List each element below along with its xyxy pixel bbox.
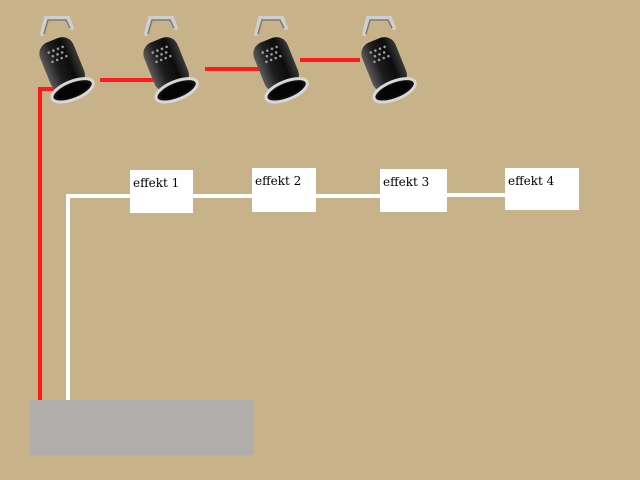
effect-box-4[interactable]: effekt 4 [505, 168, 579, 210]
white-cable-effect-1-2 [192, 194, 252, 198]
effect-label: effekt 4 [508, 174, 555, 188]
par-can-spotlight-icon[interactable] [346, 14, 432, 110]
red-cable-lamp-3-4 [300, 58, 360, 62]
lamp-2-graphic [143, 16, 199, 104]
red-cable-vertical [38, 87, 42, 400]
controller-box[interactable] [30, 400, 253, 455]
lamp-4-graphic [361, 16, 417, 104]
red-cable-to-lamp-1 [38, 87, 70, 91]
lamp-3-graphic [253, 16, 309, 104]
white-cable-vertical [66, 194, 70, 400]
effect-label: effekt 2 [255, 174, 302, 188]
par-can-spotlight-icon[interactable] [238, 14, 324, 110]
effect-label: effekt 3 [383, 175, 430, 189]
effect-box-1[interactable]: effekt 1 [130, 170, 193, 213]
par-can-spotlight-icon[interactable] [24, 14, 110, 110]
red-cable-lamp-1-2 [100, 78, 155, 82]
par-can-spotlight-icon[interactable] [128, 14, 214, 110]
effect-box-2[interactable]: effekt 2 [252, 168, 316, 212]
white-cable-effect-2-3 [315, 194, 380, 198]
effect-label: effekt 1 [133, 176, 180, 190]
white-cable-to-effect-1 [66, 194, 130, 198]
red-cable-lamp-2-3 [205, 67, 260, 71]
effect-box-3[interactable]: effekt 3 [380, 169, 447, 212]
lamp-1-graphic [39, 16, 95, 104]
white-cable-effect-3-4 [446, 193, 506, 197]
